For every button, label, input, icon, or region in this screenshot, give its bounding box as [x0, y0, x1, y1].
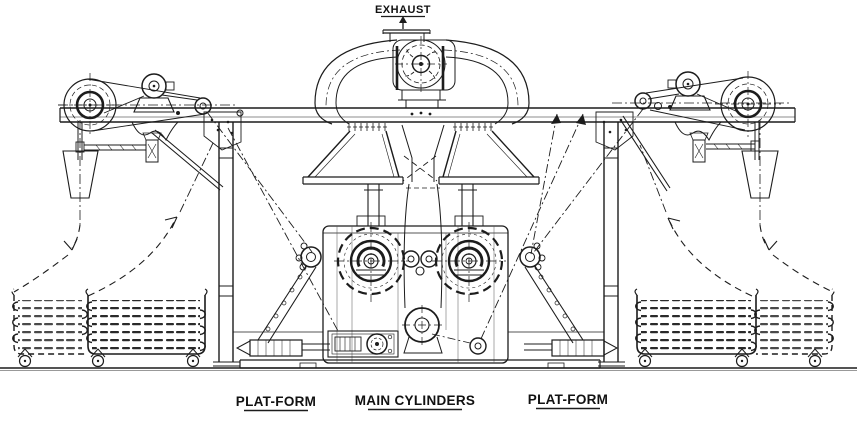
flow-arrow-down-right: [763, 238, 778, 251]
belts-left: [86, 78, 206, 132]
exhaust-label: EXHAUST: [375, 4, 431, 16]
material-flow-paths: [13, 108, 834, 342]
funnel-right: [741, 120, 779, 225]
side-roller-left: [257, 242, 322, 344]
labels: EXHAUST PLAT-FORM MAIN CYLINDERS PLAT-FO…: [236, 4, 608, 409]
hanger-and-feed-left: [75, 121, 179, 163]
actuator-right: [524, 339, 619, 357]
platform-left-label: PLAT-FORM: [236, 394, 316, 409]
cart-wheels: [17, 348, 823, 368]
exhaust-ducts: [314, 39, 530, 125]
actuator-left: [235, 339, 330, 357]
pulley-left: [58, 73, 122, 137]
platform-right-label: PLAT-FORM: [528, 392, 608, 407]
idler-rollers: [402, 250, 438, 276]
exhaust-fan-assembly: [314, 16, 530, 125]
support-column-right: [595, 111, 671, 367]
flow-arrow-up-left: [164, 216, 178, 229]
lower-flywheel: [402, 305, 487, 355]
drive-assembly-right: [634, 71, 781, 225]
small-pulley-right-hub: [639, 97, 647, 105]
fan-housing: [392, 36, 456, 116]
flow-arrow-up-right: [667, 217, 681, 230]
funnel-left: [62, 120, 99, 225]
small-pulley-left: [194, 97, 212, 115]
suction-hoods: [302, 123, 540, 309]
main-cylinder-right: [432, 222, 506, 302]
belts-right: [645, 77, 746, 131]
main-cylinder-machine: [233, 215, 619, 369]
gearbox: [327, 330, 399, 358]
small-pulley-left-hub: [199, 102, 207, 110]
exhaust-arrow-icon: [399, 16, 407, 29]
main-cylinders-label: MAIN CYLINDERS: [355, 393, 475, 408]
small-pulley-right: [634, 92, 652, 110]
motor-left: [133, 73, 175, 113]
lap-carts-right: [634, 288, 835, 355]
side-roller-right: [519, 242, 584, 344]
lap-carts-left: [11, 288, 208, 355]
pulley-right: [715, 71, 781, 137]
machine-base: [239, 359, 601, 369]
drive-assembly-left: [58, 73, 212, 225]
main-cylinder-left: [334, 222, 409, 302]
motor-right: [667, 71, 711, 111]
label-underlines: [244, 15, 600, 412]
hanger-and-feed-right: [674, 121, 760, 163]
flow-arrow-down-left: [63, 238, 78, 251]
